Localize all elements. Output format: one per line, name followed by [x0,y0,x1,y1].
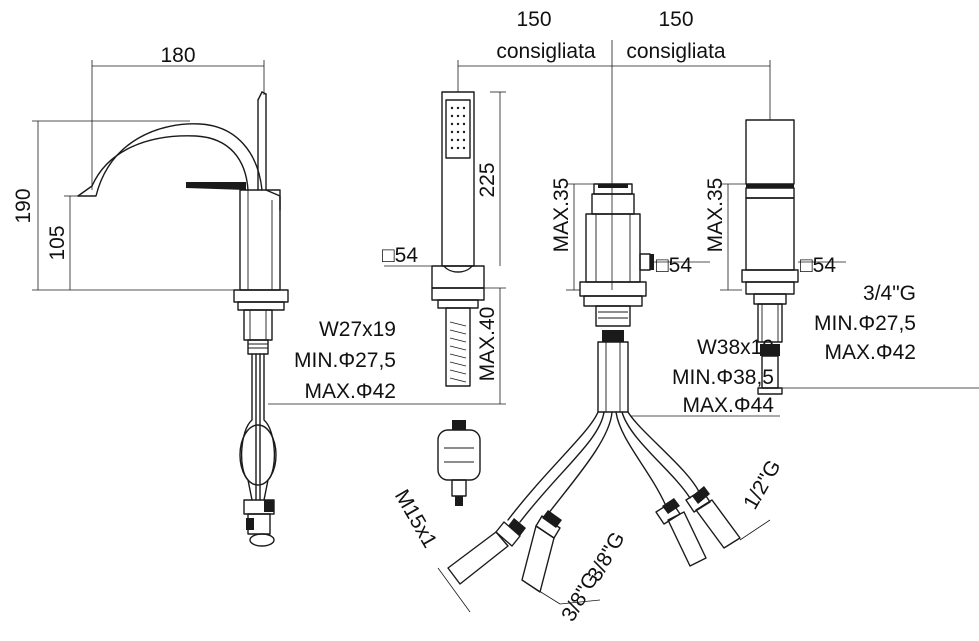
mixer-side-view: 180 190 105 W27x19 MIN.Φ27,5 MAX.Φ42 [12,44,400,547]
hose-38b-label: 3/8"G [557,568,603,625]
right-min-hole-label: MIN.Φ27,5 [814,312,916,335]
distance-2-label: 150 [658,8,693,31]
center-base-label: □54 [656,254,692,277]
mixer-thread-label: W27x19 [319,318,396,341]
shower-max-depth-label: MAX.40 [476,307,499,382]
right-max-label: MAX.35 [704,178,727,253]
mixer-min-hole-label: MIN.Φ27,5 [294,349,396,372]
center-max-hole-label: MAX.Φ44 [683,394,775,417]
thread-lines [449,321,467,383]
center-max-label: MAX.35 [550,178,573,253]
right-base-label: □54 [800,254,836,277]
hand-shower-view: 225 □54 MAX.40 [382,91,506,506]
distance-1-note: consigliata [496,40,596,63]
distance-dimensions: 150 consigliata 150 consigliata [457,8,771,290]
mixer-max-hole-label: MAX.Φ42 [305,380,396,403]
shower-nozzle-dots [450,106,466,150]
spout-height-label: 105 [46,225,69,260]
mixer-height-label: 190 [12,188,35,223]
distance-2-note: consigliata [626,40,726,63]
right-thread-label: 3/4"G [863,282,916,305]
hose-m15-label: M15x1 [390,486,441,552]
distance-1-label: 150 [516,8,551,31]
right-max-hole-label: MAX.Φ42 [825,341,916,364]
shower-length-label: 225 [476,162,499,197]
shower-base-label: □54 [382,244,418,267]
center-thread-label: W38x19 [697,336,774,359]
center-min-hole-label: MIN.Φ38,5 [672,366,774,389]
mixer-width-label: 180 [160,44,195,67]
hose-12-label: 1/2"G [739,456,785,513]
right-valve-view: MAX.35 □54 3/4"G MIN.Φ27,5 MAX.Φ42 [704,119,979,395]
